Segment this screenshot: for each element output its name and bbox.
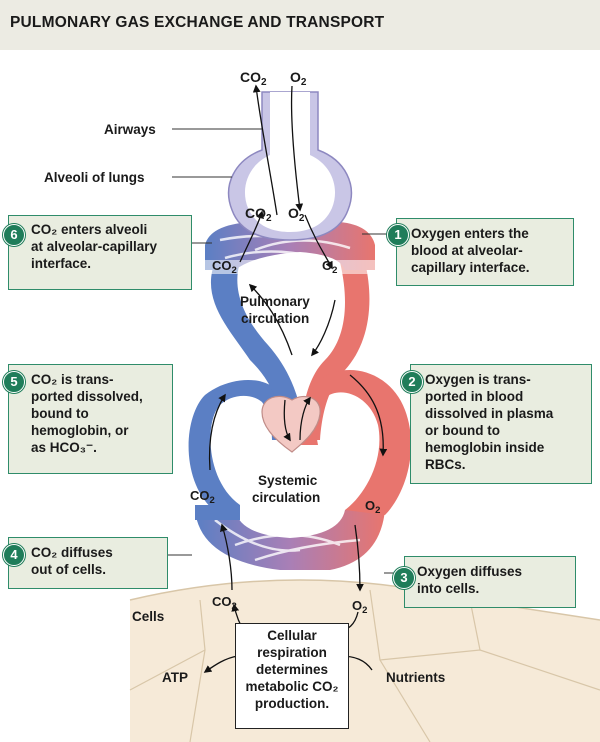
callout-2: 2 Oxygen is trans- ported in blood disso… [401,364,592,484]
co2-alveolus-label: CO2 [245,205,272,224]
pulmonary-label-1: Pulmonary [240,294,310,309]
step-number-4: 4 [3,544,25,566]
callout-2-text: Oxygen is trans- ported in blood dissolv… [425,372,554,472]
nutrients-label: Nutrients [386,670,445,685]
heart-flow-arrow [299,396,311,441]
pulmonary-flow-arrow-right [311,299,336,357]
co2-from-cells-arrow [220,523,233,591]
co2-cells-label: CO2 [212,594,237,612]
o2-to-cells-arrow [354,524,364,592]
systemic-flow-arrow-left [208,393,226,471]
co2-exhaled-label: CO2 [240,69,267,88]
step-number-5: 5 [3,371,25,393]
co2-systemic-label: CO2 [190,488,215,506]
callout-1-text: Oxygen enters the blood at alveolar- cap… [411,226,530,275]
co2-pulmonary-label: CO2 [212,258,237,276]
airways-label: Airways [104,122,156,137]
pulmonary-flow-arrow-left [248,283,293,356]
callout-1: 1 Oxygen enters the blood at alveolar- c… [387,218,574,286]
systemic-flow-arrow-right [349,374,388,457]
o2-inhaled-arrow [290,85,304,212]
heart [261,395,321,453]
alveoli-label: Alveoli of lungs [44,170,145,185]
callout-3-text: Oxygen diffuses into cells. [417,564,523,596]
callout-4: 4 CO₂ diffuses out of cells. [3,537,168,589]
step-number-6: 6 [3,224,25,246]
airway-alveolus [227,91,353,241]
callout-5-text: CO₂ is trans- ported dissolved, bound to… [31,372,143,455]
pulmonary-label-2: circulation [241,311,309,326]
page-title: PULMONARY GAS EXCHANGE AND TRANSPORT [10,14,385,31]
cellular-respiration-text: Cellular respiration determines metaboli… [245,628,339,711]
o2-systemic-label: O2 [365,498,380,516]
o2-alveolus-label: O2 [288,205,305,224]
callout-6: 6 CO₂ enters alveoli at alveolar-capilla… [3,215,192,290]
step-number-1: 1 [387,224,409,246]
callout-4-text: CO₂ diffuses out of cells. [31,545,113,577]
cellular-respiration-box: Cellular respiration determines metaboli… [235,623,349,729]
heart-flow-arrow-2 [283,399,291,442]
step-number-2: 2 [401,371,423,393]
step-number-3: 3 [393,567,415,589]
systemic-label-2: circulation [252,490,320,505]
structure-labels: Airways Alveoli of lungs Pulmonary circu… [44,122,445,685]
pulmonary-capillary-bed [205,222,375,274]
o2-cells-label: O2 [352,598,367,616]
oxygenated-vessel [298,262,412,515]
callout-5: 5 CO₂ is trans- ported dissolved, bound … [3,364,173,474]
systemic-capillary-bed [195,510,385,570]
gas-labels: CO2 O2 CO2 O2 CO2 O2 CO2 O2 CO2 O2 [190,69,380,616]
callout-3: 3 Oxygen diffuses into cells. [393,556,576,608]
o2-inhaled-label: O2 [290,69,307,88]
atp-label: ATP [162,670,188,685]
title-bar: PULMONARY GAS EXCHANGE AND TRANSPORT [0,0,600,50]
co2-exhaled-arrow [252,84,278,216]
o2-to-blood-arrow [304,214,333,270]
cells-label: Cells [132,609,164,624]
deoxygenated-vessel [188,262,305,520]
callout-6-text: CO₂ enters alveoli at alveolar-capillary… [31,222,158,271]
systemic-label-1: Systemic [258,473,318,488]
o2-pulmonary-label: O2 [322,258,337,276]
atp-arrow [203,655,239,673]
co2-to-alveolus-arrow [239,210,264,263]
